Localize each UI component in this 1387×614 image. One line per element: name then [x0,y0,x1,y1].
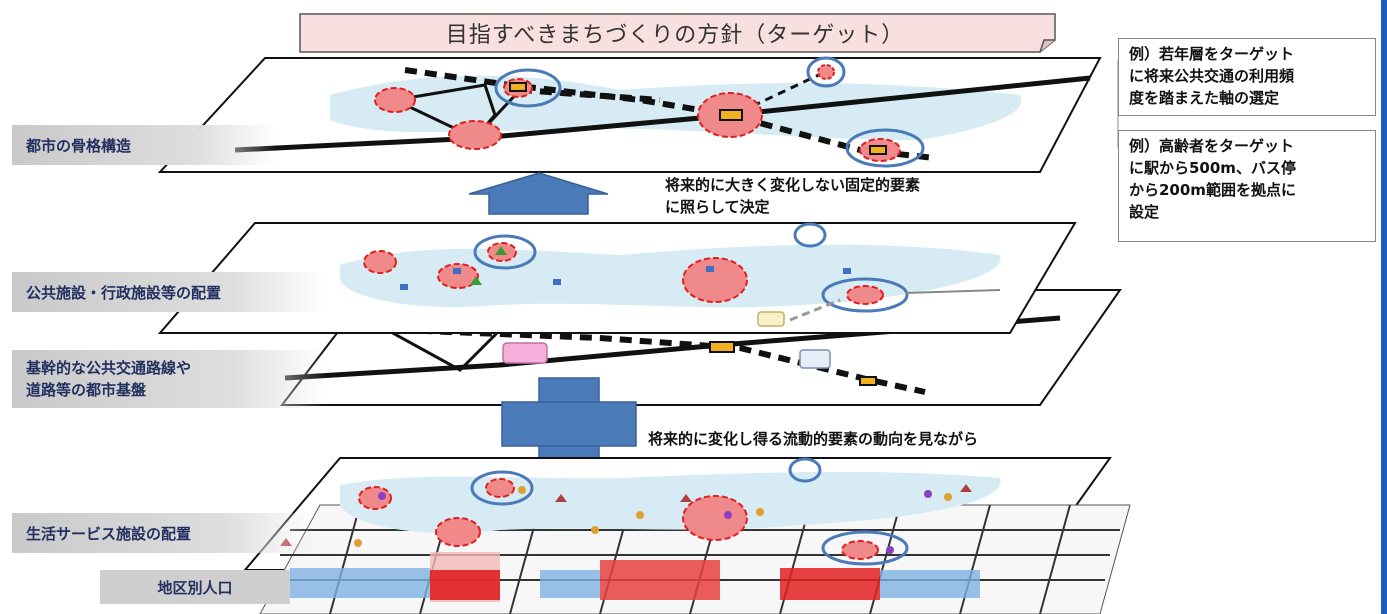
young-line1: 例）若年層をターゲット [1129,45,1295,63]
elderly-line2: に駅から500m、バス停 [1129,159,1296,177]
right-edge-bar [1381,0,1387,614]
label-skeleton: 都市の骨格構造 [12,125,276,165]
example-elderly-box: 例）高齢者をターゲット に駅から500m、バス停 から200m範囲を拠点に 設定 [1118,130,1376,242]
elderly-line3: から200m範囲を拠点に [1129,181,1296,199]
young-line2: に将来公共交通の利用頻 [1129,67,1295,85]
page-title: 目指すべきまちづくりの方針（ターゲット） [445,23,905,48]
label-services-text: 生活サービス施設の配置 [26,524,192,543]
plus-note-text: 将来的に変化し得る流動的要素の動向を見ながら [648,430,979,448]
plus-arrow [501,377,637,471]
plane-skeleton [157,56,1102,173]
label-public-text: 公共施設・行政施設等の配置 [26,283,222,302]
label-transport-line2: 道路等の都市基盤 [26,381,147,399]
plus-arrow-note: 将来的に変化し得る流動的要素の動向を見ながら [648,428,978,450]
up-arrow-note: 将来的に大きく変化しない固定的要素 に照らして決定 [665,174,920,218]
up-note-line2: に照らして決定 [665,198,770,216]
label-public: 公共施設・行政施設等の配置 [12,272,326,312]
elderly-line4: 設定 [1129,203,1160,221]
label-skeleton-text: 都市の骨格構造 [26,136,132,155]
label-transport: 基幹的な公共交通路線や道路等の都市基盤 [12,350,326,408]
up-note-line1: 将来的に大きく変化しない固定的要素 [665,176,921,194]
label-population: 地区別人口 [100,570,290,604]
plane-public [157,222,1077,334]
young-line3: 度を踏まえた軸の選定 [1129,89,1280,107]
up-arrow [468,172,609,215]
label-population-text: 地区別人口 [157,578,233,597]
label-transport-line1: 基幹的な公共交通路線や [26,359,192,377]
label-services: 生活サービス施設の配置 [12,513,316,553]
example-young-box: 例）若年層をターゲット に将来公共交通の利用頻 度を踏まえた軸の選定 [1118,38,1376,116]
elderly-line1: 例）高齢者をターゲット [1129,137,1295,155]
plane-services [242,457,1131,614]
